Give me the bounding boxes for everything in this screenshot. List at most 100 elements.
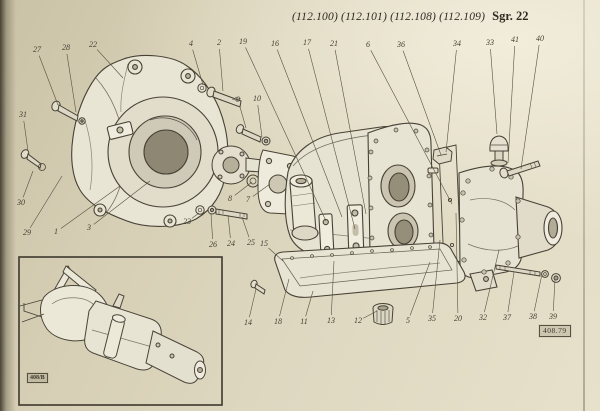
callout-leader-line xyxy=(241,216,250,238)
callout-leader-line xyxy=(29,175,63,229)
callout-number-39: 39 xyxy=(548,312,557,321)
page-crease xyxy=(583,0,585,411)
group-number: Sgr. 22 xyxy=(492,9,529,23)
callout-leader-line xyxy=(210,213,213,240)
callout-number-30: 30 xyxy=(16,198,25,207)
callout-leader-line xyxy=(370,50,453,205)
callout-leader-line xyxy=(279,278,290,317)
callout-number-20: 20 xyxy=(454,314,462,323)
callout-number-4: 4 xyxy=(189,39,193,48)
callout-leader-line xyxy=(239,105,247,129)
callout-leader-line xyxy=(330,260,335,316)
callout-number-7: 7 xyxy=(246,195,251,204)
callout-leader-line xyxy=(533,273,543,312)
callout-number-9: 9 xyxy=(236,95,240,104)
callout-number-16: 16 xyxy=(271,39,279,48)
callout-number-37: 37 xyxy=(502,313,512,322)
hardware-drawings xyxy=(20,83,561,295)
callout-number-23: 23 xyxy=(183,217,191,226)
callout-number-38: 38 xyxy=(528,312,537,321)
callout-number-26: 26 xyxy=(209,240,217,249)
callout-leader-line xyxy=(268,247,284,262)
callout-number-36: 36 xyxy=(396,40,405,49)
callout-number-10: 10 xyxy=(253,94,261,103)
callout-leader-line xyxy=(507,45,515,164)
callout-number-29: 29 xyxy=(23,228,31,237)
inset-reference-label: 408/B xyxy=(27,373,48,383)
drain-plug-drawing xyxy=(372,303,394,325)
callout-number-31: 31 xyxy=(18,110,27,119)
callout-number-19: 19 xyxy=(239,37,247,46)
model-codes: (112.100) (112.101) (112.108) (112.109) xyxy=(292,11,486,23)
clutch-housing-drawing xyxy=(71,55,229,228)
callout-number-15: 15 xyxy=(260,239,268,248)
extension-housing-drawing xyxy=(458,165,563,292)
callout-number-17: 17 xyxy=(303,38,312,47)
callout-leader-line xyxy=(257,104,263,138)
callout-leader-line xyxy=(334,49,367,215)
page-gutter-shadow xyxy=(0,0,16,411)
callout-number-41: 41 xyxy=(511,35,519,44)
callout-leader-line xyxy=(432,239,441,314)
callout-leader-line xyxy=(445,49,457,153)
callout-number-13: 13 xyxy=(327,316,335,325)
callout-number-18: 18 xyxy=(274,317,282,326)
callout-number-11: 11 xyxy=(300,317,307,326)
callout-number-22: 22 xyxy=(89,40,97,49)
callout-leader-line xyxy=(484,249,500,313)
callout-number-1: 1 xyxy=(54,227,58,236)
callout-leader-line xyxy=(507,271,515,313)
callout-leader-line xyxy=(276,49,343,218)
callout-number-32: 32 xyxy=(478,313,487,322)
callout-leader-line xyxy=(305,290,314,317)
plate-reference-label: 408.79 xyxy=(539,325,571,337)
callout-number-12: 12 xyxy=(354,316,362,325)
callout-leader-line xyxy=(490,48,498,135)
callout-number-2: 2 xyxy=(217,38,221,47)
callout-leader-line xyxy=(455,212,459,314)
callout-leader-line xyxy=(227,214,231,239)
callout-leader-line xyxy=(245,47,327,222)
callout-number-33: 33 xyxy=(485,38,494,47)
callout-number-3: 3 xyxy=(86,223,91,232)
callout-leader-line xyxy=(252,183,271,197)
callout-leader-line xyxy=(219,48,224,92)
callout-number-27: 27 xyxy=(33,45,42,54)
callout-number-24: 24 xyxy=(227,239,235,248)
callout-leader-line xyxy=(520,44,540,170)
callout-leader-line xyxy=(60,185,121,229)
callout-number-34: 34 xyxy=(452,39,461,48)
callout-leader-line xyxy=(93,180,151,225)
callout-number-8: 8 xyxy=(228,194,232,203)
callout-leader-line xyxy=(38,55,59,106)
callout-leader-line xyxy=(553,278,556,312)
page-header: (112.100) (112.101) (112.108) (112.109) S… xyxy=(292,7,529,25)
callout-leader-line xyxy=(96,49,124,79)
callout-leader-line xyxy=(234,181,253,196)
callout-leader-line xyxy=(363,310,378,319)
callout-leader-line xyxy=(23,120,29,152)
callout-leader-line xyxy=(22,170,34,198)
callout-leader-line xyxy=(191,212,200,219)
callout-number-14: 14 xyxy=(244,318,252,327)
callout-leader-line xyxy=(308,48,356,230)
callout-number-5: 5 xyxy=(406,316,410,325)
callout-number-40: 40 xyxy=(536,34,544,43)
inset-assembled-view xyxy=(18,256,223,406)
callout-leader-line xyxy=(66,53,77,113)
plug-drawing xyxy=(427,146,453,174)
rear-end-plate-drawing xyxy=(367,122,435,269)
callout-leader-line xyxy=(402,50,442,156)
callout-leader-line xyxy=(192,49,204,86)
callout-number-28: 28 xyxy=(62,43,70,52)
callout-number-25: 25 xyxy=(247,238,255,247)
callout-number-35: 35 xyxy=(427,314,436,323)
callout-leader-line xyxy=(249,288,257,318)
callout-number-21: 21 xyxy=(330,39,338,48)
callout-leader-line xyxy=(409,261,431,316)
oil-pan-drawing xyxy=(274,242,466,298)
callout-number-6: 6 xyxy=(366,40,370,49)
